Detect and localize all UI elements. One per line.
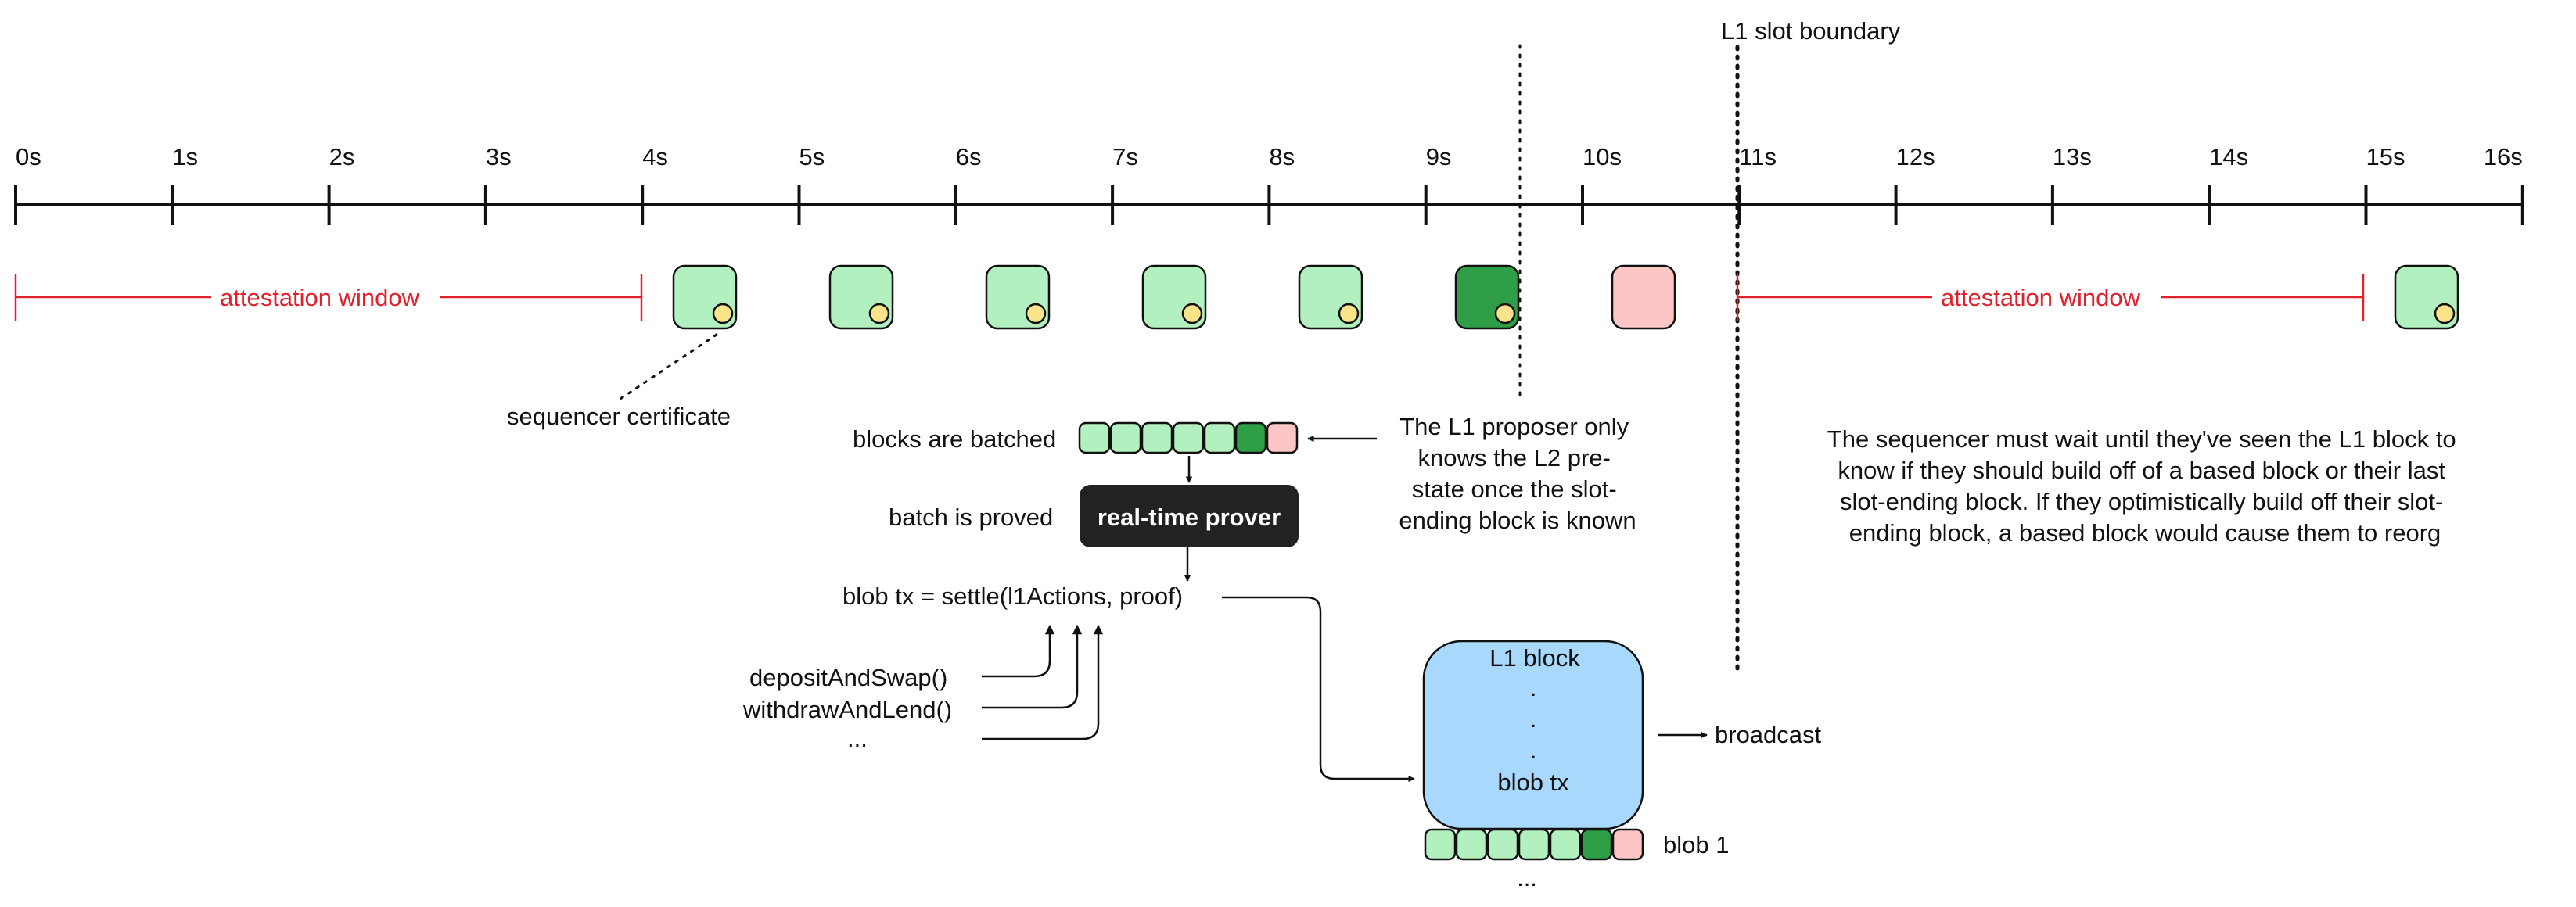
action-item: depositAndSwap() xyxy=(749,664,947,691)
batch-cells xyxy=(1078,421,1299,454)
l2-block xyxy=(985,264,1051,330)
sequencer-note: The sequencer must wait until they've se… xyxy=(1827,425,2463,547)
batch-cell xyxy=(1141,421,1173,454)
sequencer-certificate-label: sequencer certificate xyxy=(507,403,731,430)
l1-block-dot: . xyxy=(1530,705,1537,733)
blob-tx-label: blob tx = settle(l1Actions, proof) xyxy=(842,583,1183,610)
attestation-window-right: attestation window xyxy=(1736,274,2365,321)
blob-cell xyxy=(1518,828,1550,861)
blob-cell xyxy=(1611,828,1644,861)
batch-cell xyxy=(1078,421,1111,454)
batch-cell xyxy=(1266,421,1299,454)
timeline-tick-label: 11s xyxy=(1739,143,1777,170)
blob-label: blob 1 xyxy=(1663,831,1729,859)
timeline-tick-label: 2s xyxy=(329,143,355,170)
timeline: 0s 1s 2s 3s 4s 5s 6s 7s 8s 9s 10s 11s 12s 13s 14s 15s 16… xyxy=(14,143,2524,225)
timeline-tick-label: 3s xyxy=(486,143,512,170)
l1-block-title: L1 block xyxy=(1489,644,1580,672)
l2-block xyxy=(1141,264,1207,330)
l2-block xyxy=(1611,264,1676,330)
blob-cell xyxy=(1424,828,1457,861)
broadcast-label: broadcast xyxy=(1715,721,1822,748)
blob-cell xyxy=(1580,828,1613,861)
sequencer-certificate-icon xyxy=(1494,303,1516,324)
real-time-prover-label: real-time prover xyxy=(1098,504,1281,531)
action-connector xyxy=(982,624,1055,678)
certificate-pointer xyxy=(616,333,718,402)
l1-block-dot: . xyxy=(1530,674,1537,701)
l2-block xyxy=(1454,264,1520,330)
attestation-window-label: attestation window xyxy=(1941,284,2141,311)
proposer-note: The L1 proposer only knows the L2 pre- s… xyxy=(1399,413,1636,534)
timeline-tick-label: 8s xyxy=(1269,143,1295,170)
timeline-tick-label: 15s xyxy=(2366,143,2405,170)
batch-cell xyxy=(1234,421,1267,454)
sequencer-certificate-icon xyxy=(712,303,734,324)
sequencer-certificate-icon xyxy=(1338,303,1360,324)
timeline-tick-label: 14s xyxy=(2209,143,2248,170)
blob-cell xyxy=(1486,828,1519,861)
action-connector xyxy=(982,624,1083,709)
l2-block xyxy=(2394,264,2459,330)
blob-to-l1-connector xyxy=(1222,596,1415,783)
blob-cell xyxy=(1549,828,1582,861)
timeline-tick-label: 4s xyxy=(642,143,668,170)
slot-boundary-label: L1 slot boundary xyxy=(1721,17,1901,45)
timeline-ticks: 0s 1s 2s 3s 4s 5s 6s 7s 8s 9s 10s 11s 12s 13s 14s 15s 16… xyxy=(14,143,2524,225)
action-connector xyxy=(982,624,1104,740)
action-item: withdrawAndLend() xyxy=(742,696,952,723)
timeline-tick-label: 10s xyxy=(1583,143,1622,170)
sequencer-certificate-icon xyxy=(2434,303,2456,324)
attestation-window-label: attestation window xyxy=(220,284,420,311)
l2-block xyxy=(672,264,738,330)
batch-cell xyxy=(1203,421,1236,454)
batch-cell xyxy=(1172,421,1205,454)
blob-ellipsis: ... xyxy=(1517,864,1537,891)
blocks-batched-label: blocks are batched xyxy=(853,425,1056,453)
sequencer-certificate-icon xyxy=(1181,303,1203,324)
timeline-tick-label: 16s xyxy=(2484,143,2523,170)
blob-cell xyxy=(1455,828,1488,861)
l2-block-box xyxy=(1611,264,1676,330)
sequencer-certificate-icon xyxy=(868,303,890,324)
l1-block-dot: . xyxy=(1530,737,1537,764)
timeline-tick-label: 7s xyxy=(1112,143,1138,170)
timeline-tick-label: 13s xyxy=(2053,143,2092,170)
blob-cells xyxy=(1424,828,1644,861)
attestation-window-left: attestation window xyxy=(14,274,643,321)
batch-cell xyxy=(1109,421,1142,454)
timeline-tick-label: 12s xyxy=(1896,143,1935,170)
real-time-prover-box xyxy=(1080,485,1299,547)
timeline-tick-label: 5s xyxy=(799,143,825,170)
batch-proved-label: batch is proved xyxy=(889,504,1053,531)
timeline-tick-label: 9s xyxy=(1426,143,1452,170)
l2-block xyxy=(828,264,894,330)
l2-block xyxy=(1298,264,1363,330)
sequencer-certificate-icon xyxy=(1025,303,1047,324)
timeline-tick-label: 6s xyxy=(956,143,982,170)
timeline-tick-label: 0s xyxy=(16,143,41,170)
action-item: ... xyxy=(847,725,868,752)
timeline-tick-label: 1s xyxy=(172,143,198,170)
timeline-blocks xyxy=(672,264,2459,330)
l1-block-blob-tx: blob tx xyxy=(1497,769,1569,796)
